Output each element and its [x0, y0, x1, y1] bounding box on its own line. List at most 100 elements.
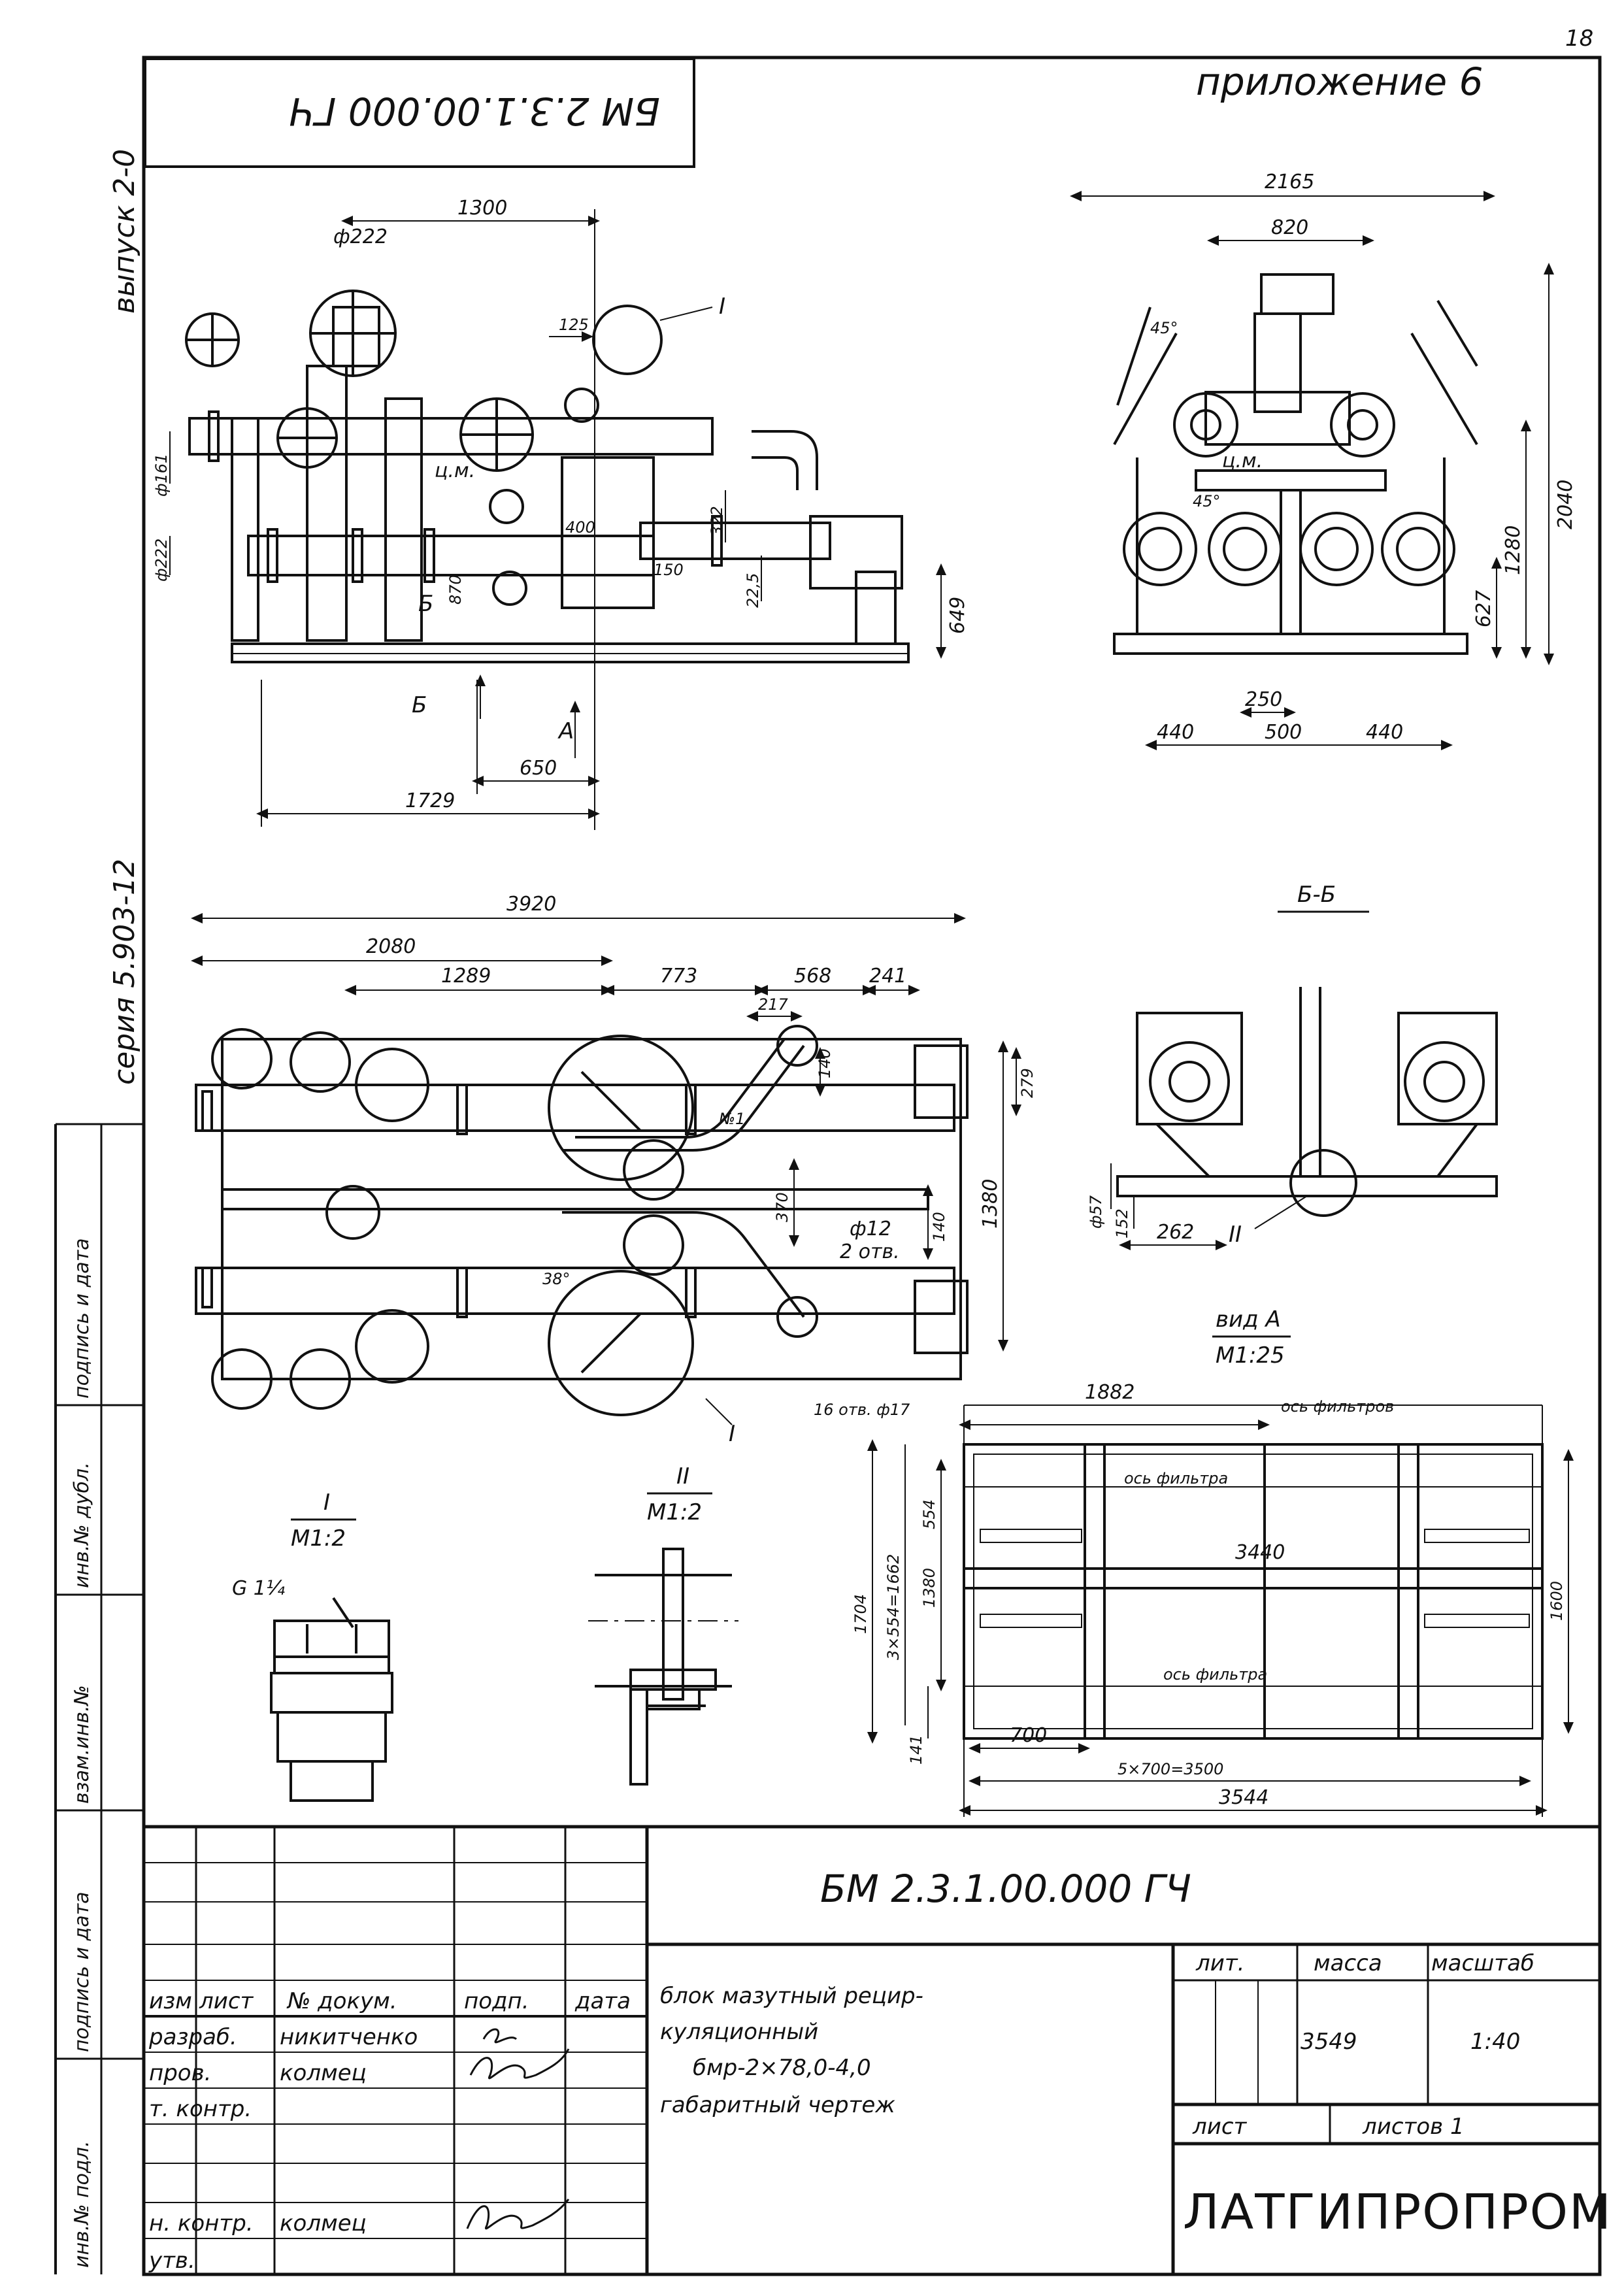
name-razrab: никитченко [280, 2024, 418, 2050]
header-podp: подп. [464, 1988, 529, 2014]
view-a-dim-1380: 1380 [920, 1568, 938, 1608]
name-n-kontr: колмец [280, 2210, 367, 2236]
plan-dim-phi12: ф12 [850, 1218, 891, 1240]
title-block-grid [144, 1825, 1600, 2274]
header-doc-no: № докум. [286, 1988, 397, 2014]
front-section-b-lower: Б [412, 692, 427, 718]
front-dim-322: 322 [708, 506, 726, 536]
signature-razrab [482, 2028, 518, 2044]
side-dim-820: 820 [1271, 216, 1308, 239]
side-view-dimensions [1070, 191, 1554, 750]
issue-label: выпуск 2-0 [108, 149, 141, 314]
signature-n-kontr [466, 2199, 570, 2230]
front-dim-phi222: ф222 [152, 539, 171, 582]
stamp-vzam: взам.инв.№ [71, 1685, 93, 1804]
signature-prov [469, 2048, 570, 2080]
plan-dim-1380: 1380 [979, 1179, 1002, 1229]
plan-dim-217: 217 [758, 995, 789, 1014]
plan-dim-279: 279 [1018, 1068, 1036, 1098]
series-label: серия 5.903-12 [108, 859, 141, 1085]
mass-value: 3549 [1301, 2029, 1357, 2055]
side-angle-45-top: 45° [1150, 319, 1178, 337]
side-dim-500: 500 [1265, 721, 1302, 744]
view-a-dim-1882: 1882 [1085, 1381, 1135, 1404]
header-data: дата [574, 1988, 631, 2014]
sheets-label: листов 1 [1362, 2114, 1465, 2140]
view-a-dim-700: 700 [1010, 1724, 1047, 1747]
left-stamp-column [54, 1123, 144, 2274]
name-prov: колмец [280, 2060, 367, 2086]
plan-label-no1: №1 [718, 1110, 745, 1128]
sheet-frame [142, 56, 1602, 2276]
view-a-dim-141: 141 [907, 1735, 925, 1765]
plan-callout-i: I [729, 1421, 735, 1447]
view-a-dim-554: 554 [920, 1499, 938, 1529]
product-name-line-1: блок мазутный рецир- [660, 1983, 923, 2009]
plan-dim-140-mid: 140 [930, 1212, 948, 1242]
detail-2-scale: М1:2 [647, 1499, 702, 1525]
scale-label: масштаб [1431, 1950, 1534, 1976]
plan-dim-1289: 1289 [441, 965, 491, 988]
header-list: лист [199, 1988, 254, 2014]
front-dim-150: 150 [654, 561, 684, 579]
section-bb-dim-152: 152 [1113, 1208, 1131, 1238]
front-dim-650: 650 [520, 757, 557, 780]
front-view [185, 290, 910, 663]
plan-view-dimensions [191, 913, 1021, 1425]
page-number: 18 [1565, 25, 1593, 52]
plan-dim-140-top: 140 [816, 1048, 834, 1078]
section-bb-view [1116, 987, 1498, 1217]
role-razrab: разраб. [148, 2024, 237, 2050]
view-a-dim-3544: 3544 [1219, 1786, 1268, 1809]
view-a-axis-filters: ось фильтров [1281, 1397, 1394, 1416]
plan-view [195, 1025, 969, 1416]
detail-1-title: I [323, 1489, 330, 1516]
plan-dim-2-holes: 2 отв. [840, 1240, 900, 1263]
front-callout-i: I [719, 293, 725, 320]
stamp-podpis-1: подпись и дата [71, 1891, 93, 2052]
front-view-dimensions [169, 209, 946, 830]
side-dim-250: 250 [1245, 688, 1282, 711]
view-a-dim-5x700: 5×700=3500 [1118, 1760, 1223, 1778]
title-block-code: БМ 2.3.1.00.000 ГЧ [820, 1867, 1191, 1911]
plan-dim-370: 370 [773, 1192, 791, 1222]
detail-1-scale: М1:2 [291, 1525, 346, 1552]
product-name-line-3: бмр-2×78,0-4,0 [693, 2055, 871, 2081]
role-prov: пров. [149, 2060, 211, 2086]
view-a-title: вид А [1216, 1306, 1281, 1333]
plan-dim-241: 241 [869, 965, 906, 988]
product-name-line-2: куляционный [660, 2019, 818, 2045]
sheet-label: лист [1192, 2114, 1248, 2140]
front-view-a-arrow: А [557, 718, 574, 744]
header-izm: изм [149, 1988, 192, 2014]
scale-value: 1:40 [1470, 2029, 1520, 2055]
front-dim-1300: 1300 [457, 197, 507, 220]
front-label-cm: ц.м. [435, 459, 475, 482]
rotated-code: БМ 2.3.1.00.000 ГЧ [289, 89, 660, 133]
lit-label: лит. [1195, 1950, 1244, 1976]
section-bb-title: Б-Б [1297, 882, 1336, 908]
view-a-scale: М1:25 [1216, 1342, 1285, 1369]
view-a-axis-filter-bottom: ось фильтра [1163, 1665, 1267, 1684]
side-dim-440-right: 440 [1366, 721, 1403, 744]
organization-name: ЛАТГИПРОПРОМ [1183, 2184, 1612, 2240]
section-bb-dimensions [1110, 1163, 1308, 1250]
front-dim-125: 125 [559, 316, 589, 334]
appendix-label: приложение 6 [1196, 59, 1483, 104]
stamp-inv-podl: инв.№ подл. [71, 2141, 93, 2269]
section-bb-dim-262: 262 [1157, 1221, 1194, 1244]
view-a-dim-3440: 3440 [1235, 1541, 1285, 1564]
side-view [1113, 273, 1478, 655]
plan-dim-3920: 3920 [506, 893, 556, 916]
detail-1-fitting [270, 1597, 393, 1802]
stamp-inv-dubl: инв.№ дубл. [71, 1462, 93, 1588]
view-a-axis-filter-top: ось фильтра [1124, 1469, 1228, 1488]
section-bb-callout-ii: II [1229, 1222, 1242, 1248]
side-dim-627: 627 [1472, 590, 1495, 627]
detail-2-fitting [588, 1548, 738, 1786]
plan-angle-38: 38° [542, 1270, 571, 1288]
front-dim-1729: 1729 [405, 790, 455, 812]
side-dim-2040: 2040 [1554, 480, 1577, 529]
rotated-code-box [144, 58, 695, 168]
view-a-dimensions [867, 1405, 1574, 1817]
